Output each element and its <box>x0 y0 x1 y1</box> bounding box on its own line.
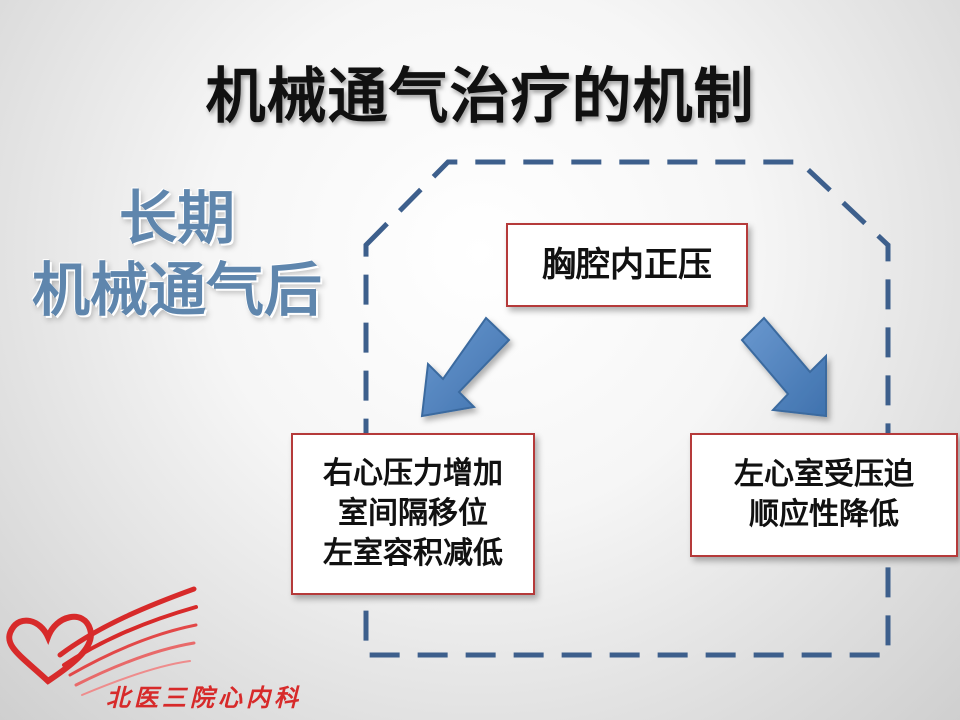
box-left-line-2: 室间隔移位 <box>338 496 488 531</box>
heart-logo-icon <box>6 586 198 696</box>
side-label: 长期 机械通气后 <box>12 182 342 326</box>
arrow-left <box>420 316 511 418</box>
box-right-heart-effects: 右心压力增加 室间隔移位 左室容积减低 <box>291 433 535 595</box>
box-right-line-1: 左心室受压迫 <box>734 457 914 492</box>
box-right-line-2: 顺应性降低 <box>749 497 899 532</box>
dashed-octagon-frame <box>363 159 891 658</box>
box-positive-intrathoracic-pressure: 胸腔内正压 <box>506 223 748 307</box>
box-left-line-3: 左室容积减低 <box>323 536 503 571</box>
arrow-right <box>740 316 827 418</box>
box-top-text: 胸腔内正压 <box>542 245 712 285</box>
side-label-line-1: 长期 <box>118 184 235 252</box>
box-left-ventricle-effects: 左心室受压迫 顺应性降低 <box>690 433 958 557</box>
box-left-line-1: 右心压力增加 <box>323 456 503 491</box>
slide-title: 机械通气治疗的机制 <box>205 62 755 132</box>
logo-department-text: 北医三院心内科 <box>106 683 302 712</box>
side-label-line-2: 机械通气后 <box>31 256 322 324</box>
